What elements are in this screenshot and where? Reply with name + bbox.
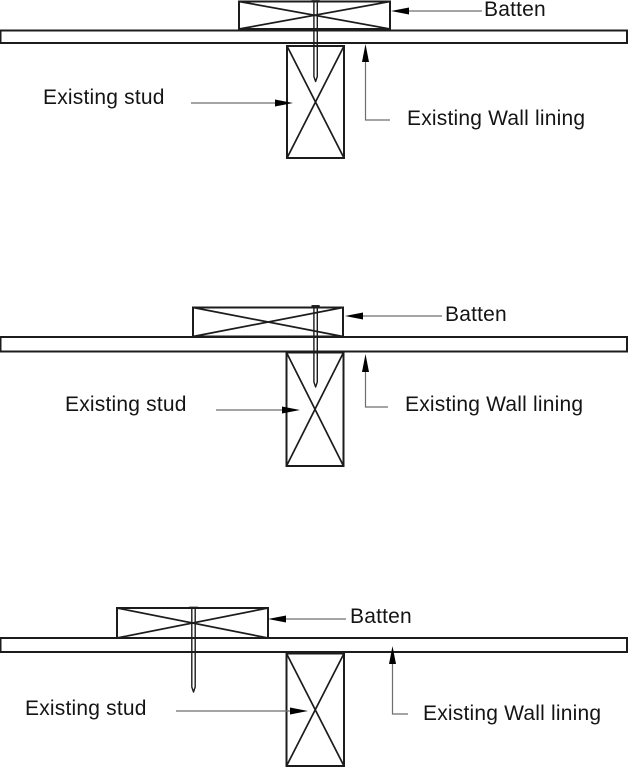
- figure-3: [0, 606, 628, 767]
- screw-fastener: [189, 606, 198, 693]
- arrow-right-icon: [275, 99, 293, 107]
- arrow-right-icon: [290, 707, 308, 715]
- wall-lining-panel: [0, 637, 628, 653]
- arrow-left-icon: [391, 7, 409, 15]
- screw-fastener: [311, 0, 320, 83]
- batten-section: [192, 306, 344, 338]
- batten-label: Batten: [350, 605, 412, 628]
- stud-leader: [216, 406, 300, 414]
- arrow-up-icon: [362, 354, 369, 372]
- existing-wall-lining-label: Existing Wall lining: [405, 393, 584, 416]
- existing-wall-lining-label: Existing Wall lining: [407, 107, 586, 130]
- batten-label: Batten: [445, 303, 507, 326]
- existing-stud-label: Existing stud: [43, 86, 165, 109]
- arrow-left-icon: [345, 312, 363, 320]
- arrow-up-icon: [389, 646, 396, 664]
- timber-cross-hatch: [285, 352, 345, 467]
- batten-leader: [391, 7, 482, 15]
- arrow-right-icon: [282, 406, 300, 414]
- existing-stud-label: Existing stud: [25, 697, 147, 720]
- stud-section: [286, 45, 345, 159]
- batten-leader: [268, 615, 346, 623]
- figure-1: [0, 0, 628, 159]
- timber-cross-hatch: [286, 45, 345, 159]
- batten-leader: [345, 312, 442, 320]
- lining-leader: [362, 354, 388, 408]
- lining-leader: [389, 646, 408, 715]
- timber-cross-hatch: [285, 653, 345, 767]
- lining-leader: [362, 44, 390, 121]
- stud-leader: [176, 707, 308, 715]
- existing-wall-lining-label: Existing Wall lining: [423, 702, 602, 725]
- screw-fastener: [311, 305, 320, 388]
- arrow-up-icon: [362, 44, 369, 62]
- stud-leader: [191, 99, 293, 107]
- stud-section: [285, 652, 345, 767]
- arrow-left-icon: [268, 615, 286, 623]
- timber-cross-hatch: [192, 306, 344, 338]
- batten-label: Batten: [484, 0, 546, 21]
- figure-2: [0, 305, 628, 467]
- existing-stud-label: Existing stud: [65, 393, 187, 416]
